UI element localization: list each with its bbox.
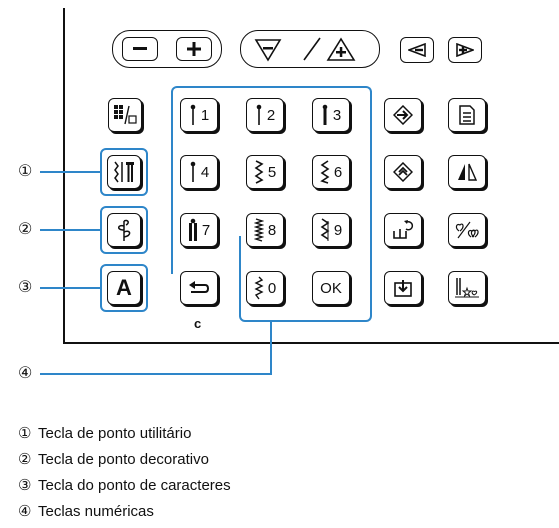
zigzag-stitch-icon (254, 160, 264, 184)
legend-item-3: ③ Tecla do ponto de caracteres (18, 477, 231, 495)
width-plus-button[interactable] (176, 37, 212, 61)
pattern-memory-key[interactable] (384, 271, 422, 305)
legend-mark: ① (18, 425, 32, 442)
legend-mark: ② (18, 451, 32, 468)
legend-text: Tecla de ponto decorativo (38, 451, 209, 468)
save-arrow-icon (394, 280, 412, 297)
overcast-stitch-icon (320, 218, 330, 241)
utility-stitch-key[interactable] (107, 155, 141, 189)
pattern-recall-key[interactable] (384, 155, 422, 189)
straight-stitch-icon (190, 104, 196, 125)
callout-line-3 (40, 287, 102, 289)
triple-stitch-icon (322, 104, 328, 125)
number-key-0[interactable]: 0 (246, 271, 284, 305)
grid-slash-icon (114, 105, 137, 125)
number-key-8-label: 8 (267, 221, 277, 239)
arrow-right-plus-icon (456, 43, 474, 57)
ok-key-label: OK (320, 279, 342, 297)
callout-4: ④ (18, 365, 33, 382)
number-key-2[interactable]: 2 (246, 98, 284, 132)
diamond-arrow-in-icon (393, 105, 413, 125)
numeric-zero-highlight (239, 236, 372, 322)
character-key-label: A (116, 275, 132, 300)
numeric-keys-highlight (171, 86, 372, 274)
memory-key[interactable] (384, 98, 422, 132)
callout-line-2 (40, 229, 102, 231)
legend-item-4: ④ Teclas numéricas (18, 503, 154, 521)
number-key-1-label: 1 (200, 106, 210, 124)
callout-1: ① (18, 163, 33, 180)
hearts-icon (455, 221, 479, 239)
utility-stitch-icon (114, 161, 134, 183)
zigzag-right-stitch-icon (320, 160, 330, 184)
decorative-stitch-key[interactable] (107, 213, 141, 247)
pattern-mode-key[interactable] (108, 98, 142, 132)
needle-star-heart-icon (455, 278, 479, 298)
callout-line-4-vertical (270, 321, 272, 375)
legend-mark: ④ (18, 503, 32, 520)
panel-left-edge (63, 8, 65, 343)
character-stitch-key[interactable]: A (107, 271, 141, 305)
number-key-4-label: 4 (200, 163, 210, 181)
legend-item-2: ② Tecla de ponto decorativo (18, 451, 209, 469)
back-key-caption: c (194, 316, 202, 331)
number-key-8[interactable]: 8 (246, 213, 284, 247)
length-increase-icon (326, 37, 356, 61)
panel-bottom-edge (63, 342, 559, 344)
number-key-4[interactable]: 4 (180, 155, 218, 189)
number-key-2-label: 2 (266, 106, 276, 124)
mirror-image-key[interactable] (448, 155, 486, 189)
number-key-7[interactable]: 7 (180, 213, 218, 247)
number-key-5[interactable]: 5 (246, 155, 284, 189)
twin-needle-key[interactable] (448, 271, 486, 305)
document-list-icon (459, 105, 475, 125)
number-key-6-label: 6 (333, 163, 343, 181)
legend-text: Tecla do ponto de caracteres (38, 477, 231, 494)
stretch-stitch-icon (190, 161, 196, 182)
number-key-7-label: 7 (201, 221, 211, 239)
mirror-icon (458, 163, 477, 181)
pattern-combine-key[interactable] (448, 213, 486, 247)
number-key-1[interactable]: 1 (180, 98, 218, 132)
callout-3: ③ (18, 279, 33, 296)
legend-text: Teclas numéricas (38, 503, 154, 520)
legend-text: Tecla de ponto utilitário (38, 425, 192, 442)
number-key-9-label: 9 (333, 221, 343, 239)
straight-stitch-center-icon (256, 104, 262, 125)
settings-list-key[interactable] (448, 98, 486, 132)
length-decrease-icon (254, 39, 282, 62)
auto-reverse-key[interactable] (384, 213, 422, 247)
back-key[interactable] (180, 271, 218, 305)
legend-item-1: ① Tecla de ponto utilitário (18, 425, 191, 443)
length-adjust-icons (254, 37, 356, 62)
flower-stitch-icon (118, 219, 131, 241)
number-key-9[interactable]: 9 (312, 213, 350, 247)
callout-2: ② (18, 221, 33, 238)
number-key-3[interactable]: 3 (312, 98, 350, 132)
callout-line-1 (40, 171, 102, 173)
heavy-stitch-icon (188, 218, 197, 241)
number-key-5-label: 5 (267, 163, 277, 181)
callout-line-4-horizontal (40, 373, 272, 375)
smocking-stitch-icon (254, 276, 264, 300)
reinforcement-icon (393, 220, 414, 239)
diamond-stitch-icon (393, 162, 413, 182)
left-arrow-button[interactable] (400, 37, 434, 63)
minus-icon (133, 47, 147, 50)
triple-zigzag-stitch-icon (253, 218, 264, 242)
return-arrow-icon (189, 281, 209, 293)
ok-key[interactable]: OK (312, 271, 350, 305)
number-key-0-label: 0 (267, 279, 277, 297)
width-minus-button[interactable] (122, 37, 158, 61)
number-key-3-label: 3 (332, 106, 342, 124)
right-arrow-button[interactable] (448, 37, 482, 63)
legend-mark: ③ (18, 477, 32, 494)
number-key-6[interactable]: 6 (312, 155, 350, 189)
plus-icon (187, 42, 201, 56)
arrow-left-icon (408, 43, 426, 57)
